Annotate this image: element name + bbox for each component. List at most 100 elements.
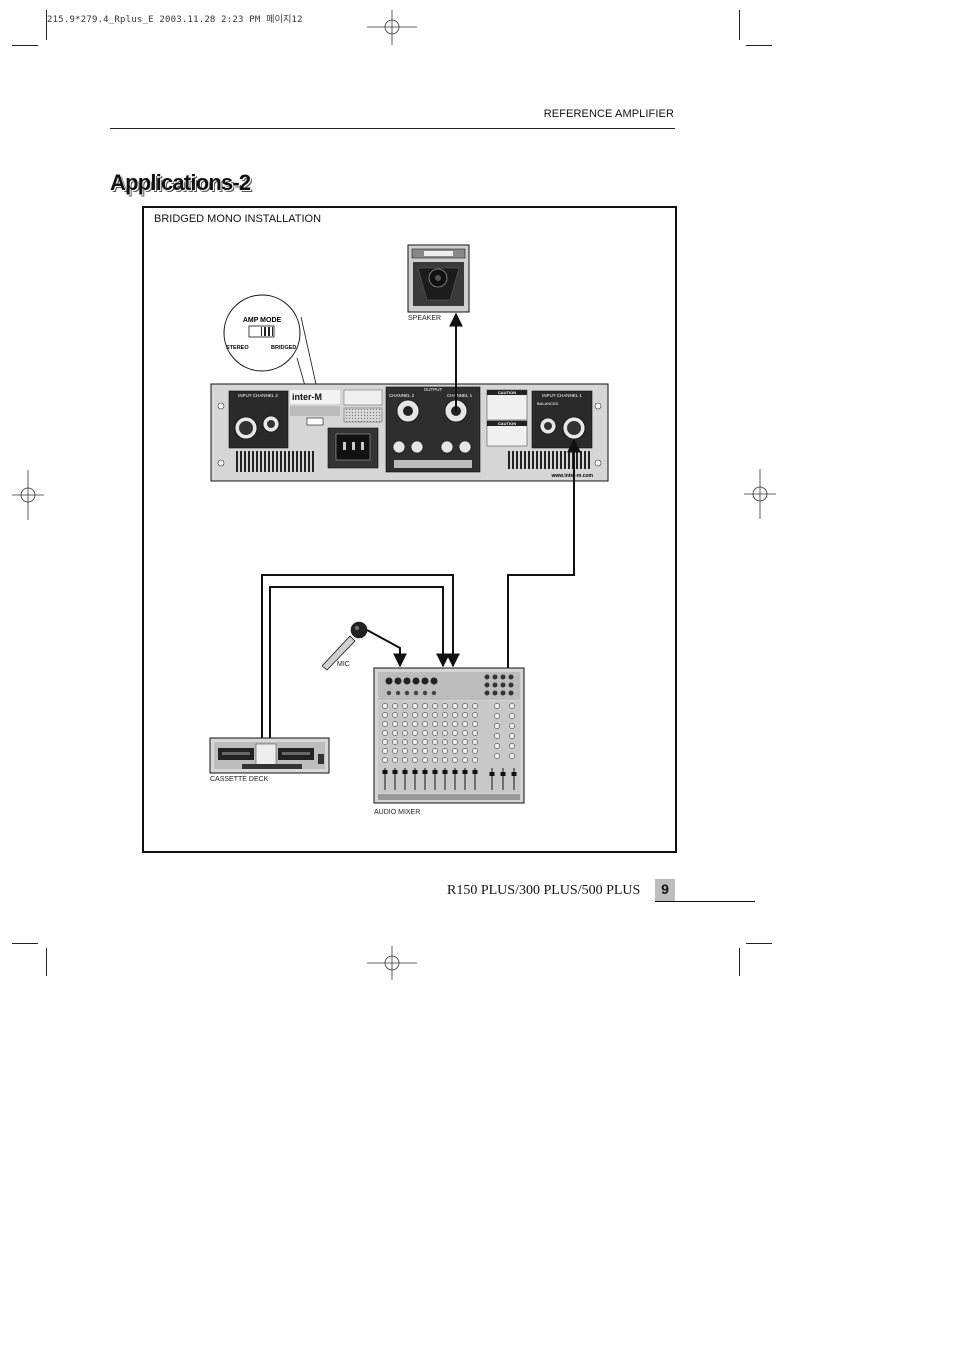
mixer-fader-cap (472, 770, 478, 774)
mixer-fader-track (434, 768, 436, 790)
mixer-knob (472, 721, 478, 727)
mixer-master-knob (509, 753, 515, 759)
mixer-knob (442, 712, 448, 718)
mixer-knob (422, 748, 428, 754)
mixer-knob (462, 712, 468, 718)
mixer-knob (402, 703, 408, 709)
mixer-fader-track (384, 768, 386, 790)
mixer-knob (382, 703, 388, 709)
mixer-knob (472, 703, 478, 709)
mixer-master-fader-track (491, 768, 493, 790)
mixer-knob (472, 712, 478, 718)
mixer-knob (412, 712, 418, 718)
balanced-label: BALANCED (537, 401, 559, 406)
mixer-knob (382, 739, 388, 745)
cable-mixer-to-amp (507, 438, 581, 668)
mixer-master-knob (494, 733, 500, 739)
crop-mark-tr-h (746, 45, 772, 46)
mixer-input-jack (394, 677, 402, 685)
mixer-knob (452, 730, 458, 736)
mixer-aux-jack (484, 690, 490, 696)
mixer-aux-jack (500, 682, 506, 688)
crop-mark-tl-h (12, 45, 38, 46)
mixer-knob (402, 739, 408, 745)
mixer-fader-track (414, 768, 416, 790)
crop-mark-tl-v (46, 10, 47, 40)
mixer-knob (452, 712, 458, 718)
mixer-knob (432, 703, 438, 709)
mixer-knob (402, 721, 408, 727)
cassette-label: CASSETTE DECK (210, 776, 269, 783)
mixer-knob (442, 757, 448, 763)
mixer-knob (472, 739, 478, 745)
mixer-knob (392, 712, 398, 718)
mixer-knob (392, 748, 398, 754)
mixer-master-fader-track (502, 768, 504, 790)
mixer-master-knob (509, 743, 515, 749)
mixer-fader-cap (442, 770, 448, 774)
mixer-knob (392, 739, 398, 745)
mixer-knob (452, 748, 458, 754)
output-ch1-label: CHANNEL 1 (447, 393, 473, 398)
page-number: 9 (661, 881, 669, 897)
mixer-knob (462, 757, 468, 763)
cable-mic-to-mixer (366, 629, 407, 668)
diagram-heading: BRIDGED MONO INSTALLATION (154, 213, 322, 225)
mixer-knob (412, 730, 418, 736)
mixer-aux-jack (508, 674, 514, 680)
mixer-knob (382, 757, 388, 763)
mixer-knob (422, 721, 428, 727)
mixer-knob (442, 739, 448, 745)
mixer-fader-track (474, 768, 476, 790)
cassette-deck (209, 737, 330, 774)
mixer-line-jack (386, 690, 392, 696)
mixer-knob (412, 703, 418, 709)
mixer-knob (442, 730, 448, 736)
mixer-knob (432, 748, 438, 754)
header-section-title: REFERENCE AMPLIFIER (543, 108, 674, 120)
mixer-fader-track (424, 768, 426, 790)
mixer-knob (422, 703, 428, 709)
mixer-fader-cap (432, 770, 438, 774)
mixer-line-jack (395, 690, 401, 696)
mixer-knob (462, 739, 468, 745)
mixer-knob (412, 757, 418, 763)
mixer-fader-cap (422, 770, 428, 774)
mixer-knob (402, 730, 408, 736)
mixer-master-fader-cap (500, 772, 506, 776)
mixer-master-knob (509, 733, 515, 739)
mixer-knob (392, 703, 398, 709)
amp-mode-stereo: STEREO (226, 345, 249, 351)
crop-mark-br-v (739, 948, 740, 976)
mic-label: MIC (337, 661, 350, 668)
mixer-label: AUDIO MIXER (374, 809, 420, 816)
amp-website: www.inter-m.com (551, 473, 594, 479)
mixer-knob (452, 739, 458, 745)
crop-mark-tr-v (739, 10, 740, 40)
mixer-master-knob (494, 713, 500, 719)
mixer-knob (432, 757, 438, 763)
crop-mark-bl-h (12, 943, 38, 944)
mixer-knob (422, 730, 428, 736)
crop-mark-bl-v (46, 948, 47, 976)
mixer-aux-jack (484, 682, 490, 688)
amp-mode-bridged: BRIDGED (271, 345, 296, 351)
mixer-knob (452, 721, 458, 727)
mixer-aux-jack (492, 682, 498, 688)
print-slug: 215.9*279.4_Rplus_E 2003.11.28 2:23 PM 페… (47, 15, 303, 25)
input-ch1-label: INPUT CHANNEL 1 (542, 393, 582, 398)
mixer-line-jack (422, 690, 428, 696)
mixer-knob (412, 748, 418, 754)
mixer-knob (412, 721, 418, 727)
mixer-aux-jack (500, 674, 506, 680)
mixer-knob (462, 721, 468, 727)
output-ch2-label: CHANNEL 2 (389, 393, 415, 398)
mixer-knob (462, 730, 468, 736)
mixer-knob (402, 757, 408, 763)
mixer-fader-cap (392, 770, 398, 774)
mixer-master-knob (494, 723, 500, 729)
input-ch2-label: INPUT CHANNEL 2 (238, 393, 278, 398)
mixer-fader-track (444, 768, 446, 790)
mixer-knob (462, 748, 468, 754)
mixer-knob (382, 730, 388, 736)
